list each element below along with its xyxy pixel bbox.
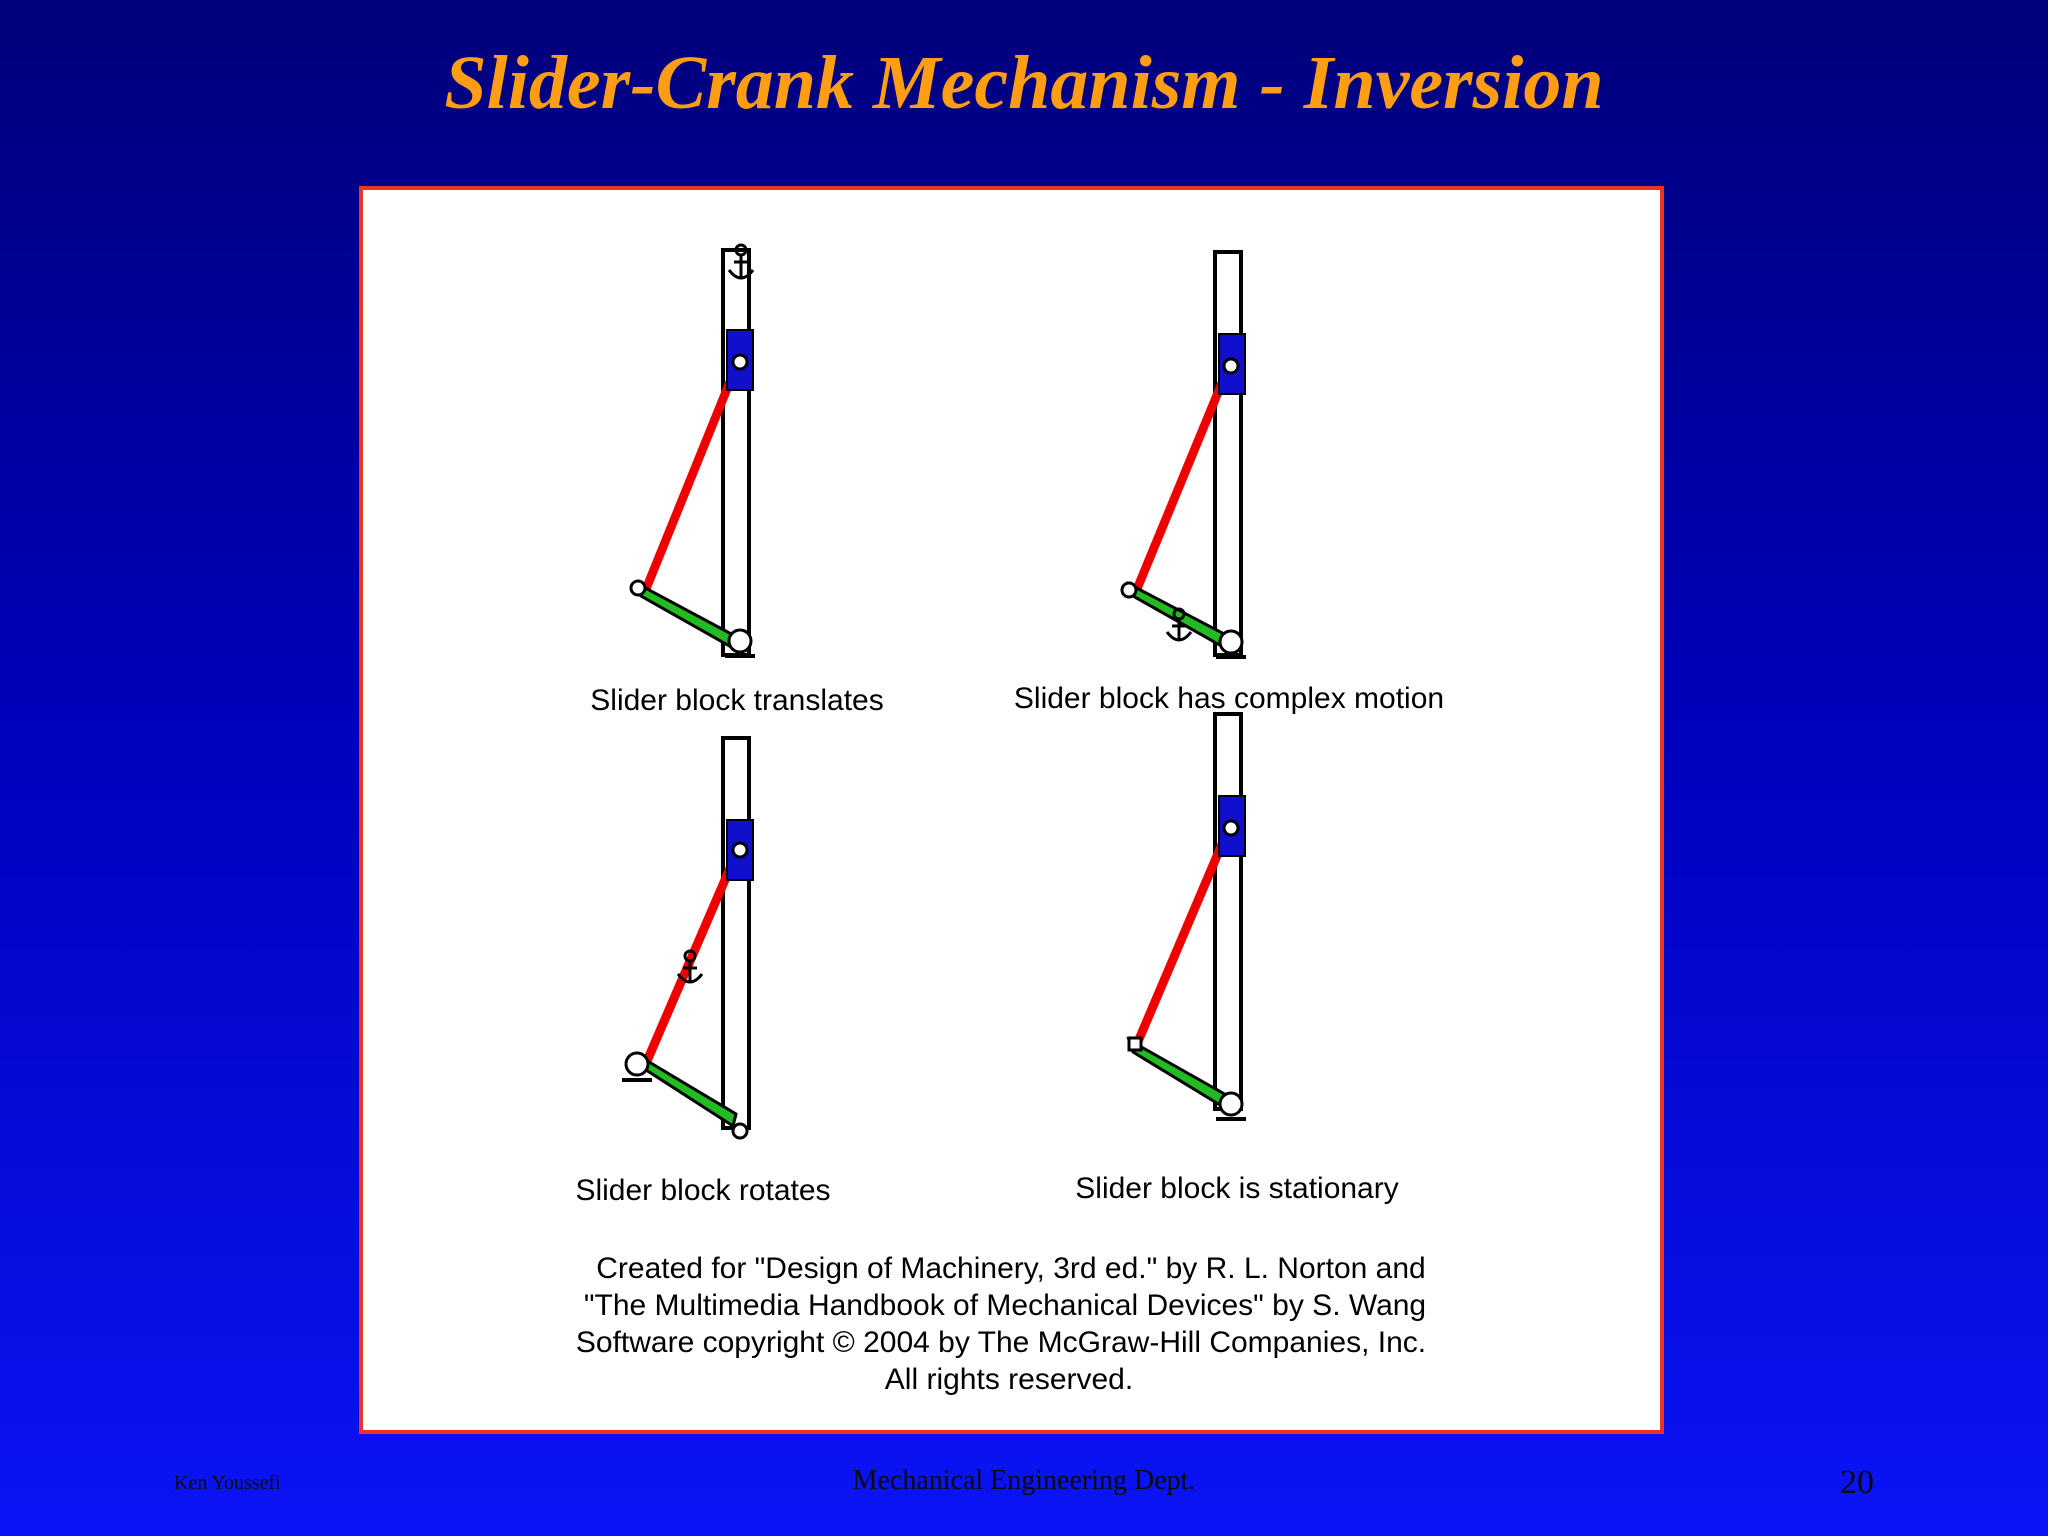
slide-number: 20 (1840, 1464, 1874, 1501)
guide-rail (1213, 712, 1243, 1111)
guide-rail (721, 736, 751, 1130)
anchor-icon (1165, 607, 1193, 642)
panel-slider-complex-motion: Slider block has complex motion (1014, 250, 1444, 715)
credits-block: Created for "Design of Machinery, 3rd ed… (576, 1252, 1426, 1396)
ground-pivot (1218, 629, 1244, 655)
footer-department: Mechanical Engineering Dept. (852, 1465, 1196, 1496)
crank-end-pin (731, 1122, 749, 1140)
slider-pin (731, 841, 749, 859)
slider-pin (1222, 819, 1240, 837)
panel-caption: Slider block rotates (575, 1174, 830, 1207)
panel-caption: Slider block translates (590, 684, 883, 717)
coupler-crank-pin (629, 579, 647, 597)
guide-rail (1213, 250, 1243, 657)
slider-pin (1222, 357, 1240, 375)
anchor-icon (727, 243, 755, 280)
panel-caption: Slider block is stationary (1075, 1172, 1398, 1205)
slider-block (726, 819, 754, 881)
guide-rail (721, 248, 751, 657)
panel-slider-translates: Slider block translates (590, 243, 884, 717)
mechanism-diagram: Slider block translates Slider block has… (575, 243, 1444, 1396)
coupler-crank-pin (1120, 581, 1138, 599)
ground-pivot (1218, 1091, 1244, 1117)
figure-frame: Slider block translates Slider block has… (359, 186, 1664, 1434)
crank-link (635, 581, 737, 651)
coupler-crank-pin (1127, 1036, 1143, 1052)
credit-line: Created for "Design of Machinery, 3rd ed… (596, 1252, 1425, 1285)
slide-title: Slider-Crank Mechanism - Inversion (444, 41, 1604, 125)
footer-author: Ken Youssefi (174, 1472, 281, 1494)
credit-line: "The Multimedia Handbook of Mechanical D… (584, 1289, 1426, 1322)
ground-pivot-left (624, 1051, 650, 1077)
panel-caption: Slider block has complex motion (1014, 682, 1444, 715)
credit-line: All rights reserved. (885, 1363, 1133, 1396)
credit-line: Software copyright © 2004 by The McGraw-… (576, 1326, 1426, 1359)
slider-pin (731, 353, 749, 371)
panel-slider-stationary: Slider block is stationary (1075, 712, 1399, 1205)
ground-pivot (727, 628, 753, 654)
anchor-icon (676, 949, 704, 984)
panel-slider-rotates: Slider block rotates (575, 736, 831, 1207)
